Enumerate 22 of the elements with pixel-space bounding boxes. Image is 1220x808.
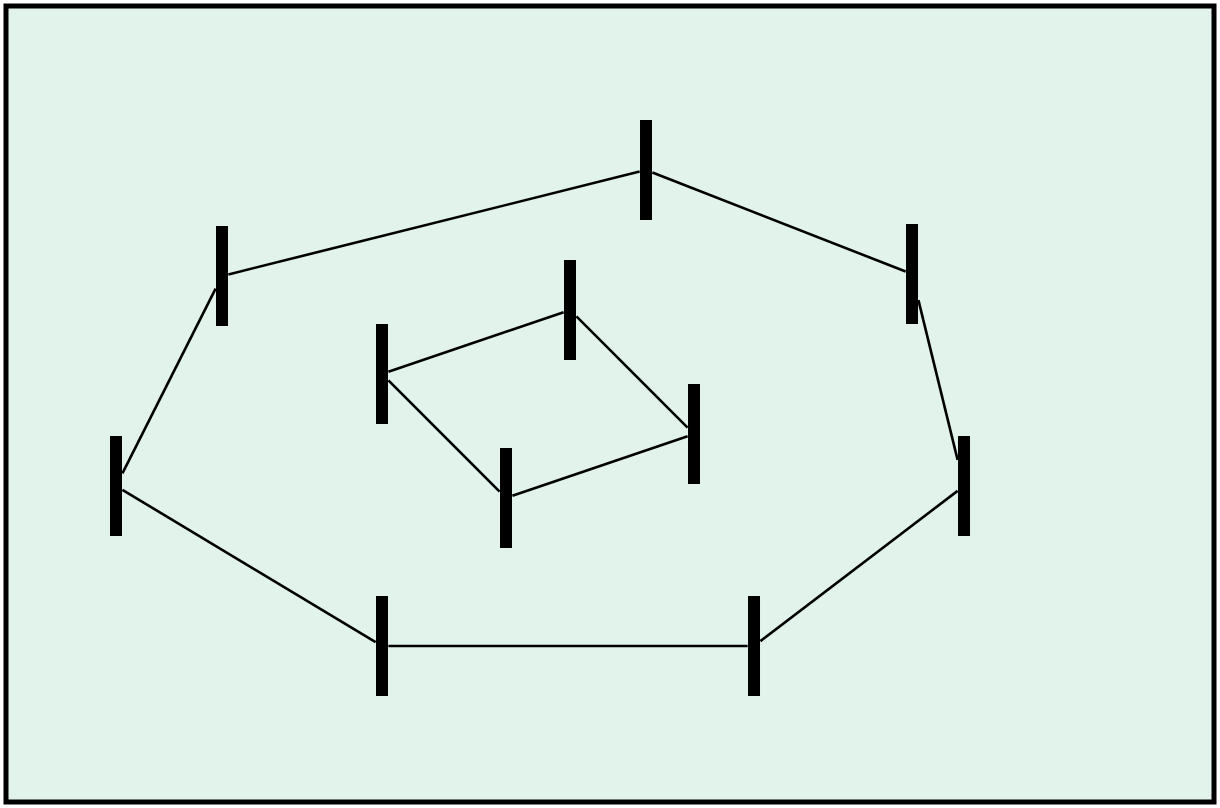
bar-marker — [376, 596, 388, 696]
bar-marker — [906, 224, 918, 324]
bar-marker — [748, 596, 760, 696]
connector-line — [575, 315, 689, 429]
bar-marker — [688, 384, 700, 484]
bar-marker — [110, 436, 122, 536]
connector-line — [917, 299, 959, 461]
bar-marker — [958, 436, 970, 536]
connector-line — [512, 434, 689, 498]
connector-line — [388, 310, 565, 374]
bar-marker — [216, 226, 228, 326]
connector-line — [121, 488, 377, 644]
connector-line — [121, 288, 217, 474]
bar-marker — [376, 324, 388, 424]
connector-line — [759, 489, 959, 643]
connector-line — [228, 170, 640, 276]
connector-line — [651, 171, 907, 273]
bar-marker — [640, 120, 652, 220]
bar-marker — [564, 260, 576, 360]
bar-marker — [500, 448, 512, 548]
connector-line — [387, 379, 501, 493]
connector-line — [388, 644, 748, 648]
